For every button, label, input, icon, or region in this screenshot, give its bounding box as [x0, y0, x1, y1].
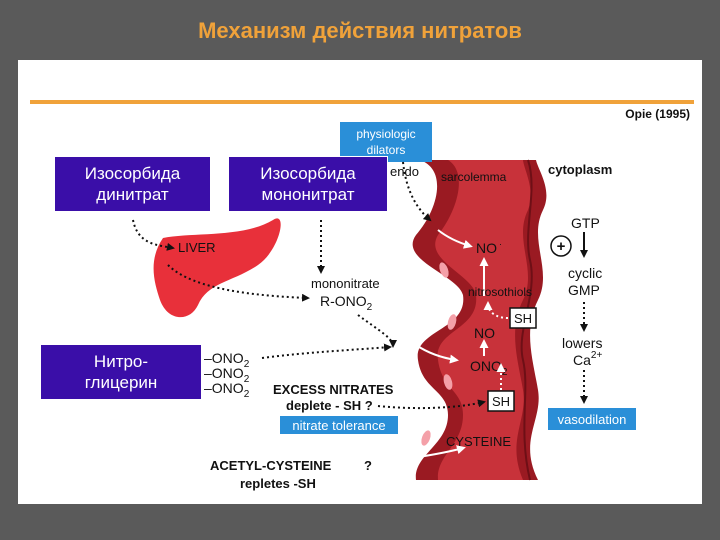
- nitrate-tolerance-box: [280, 416, 398, 434]
- wall-cell: [421, 430, 431, 446]
- nitrate-mechanism-diagram: Opie (1995) LIVER physiologic dilators e…: [30, 100, 694, 491]
- mononitrate-label: mononitrate: [311, 276, 380, 291]
- arrow-dilators-down: [402, 161, 432, 222]
- deplete-sh-label: deplete - SH ?: [286, 398, 373, 413]
- vasodilation-box: [548, 408, 636, 430]
- orange-rule: [30, 100, 694, 104]
- no-upper: NO: [476, 240, 497, 256]
- nitrate-tolerance-label: nitrate tolerance: [292, 418, 385, 433]
- isosorbide-dinitrate-line2: динитрат: [96, 185, 169, 204]
- physiologic-dilators-box: [340, 122, 432, 162]
- nitroglycerin-line2: глицерин: [84, 373, 158, 392]
- endo-label: endo: [390, 164, 419, 179]
- plus-sign: +: [557, 238, 566, 255]
- arrow-white-endo-to-no: [437, 229, 473, 249]
- wall-cell: [443, 374, 453, 390]
- acetyl-question: ?: [364, 458, 372, 473]
- isosorbide-mononitrate-line1: Изосорбида: [260, 164, 356, 183]
- nitroglycerin-line1: Нитро-: [93, 352, 149, 371]
- vasodilation-label: vasodilation: [558, 412, 627, 427]
- isosorbide-mononitrate-box: Изосорбида мононитрат: [228, 156, 388, 212]
- arrow-rono2-to-wall: [357, 314, 397, 348]
- ono-line-3: –ONO2: [204, 380, 250, 400]
- excess-nitrates-label: EXCESS NITRATES: [273, 382, 394, 397]
- arrow-dinitrate-to-liver: [132, 219, 175, 251]
- r-ono2-label: R-ONO2: [320, 293, 373, 313]
- sh-box-upper: [509, 307, 537, 329]
- repletes-sh-label: repletes -SH: [240, 476, 316, 491]
- sh-box-lower: [487, 390, 515, 412]
- physiologic-label-1: physiologic: [356, 127, 415, 141]
- sarcolemma-label: sarcolemma: [441, 170, 507, 184]
- arrow-ono-to-wall: [261, 343, 392, 359]
- cysteine-label: CYSTEINE: [446, 434, 511, 449]
- isosorbide-mononitrate-line2: мононитрат: [261, 185, 355, 204]
- isosorbide-dinitrate-box: Изосорбида динитрат: [54, 156, 211, 212]
- wall-cell: [447, 314, 457, 330]
- sh-lower: SH: [492, 394, 510, 409]
- nitroglycerin-box: Нитро- глицерин: [40, 344, 202, 400]
- liver-shape: [153, 218, 281, 318]
- nitrosothiols-label: nitrosothiols: [468, 285, 532, 299]
- ono-line-2: –ONO2: [204, 365, 250, 385]
- arrow-white-acetylcysteine: [369, 445, 466, 465]
- gtp-label: GTP: [571, 215, 600, 231]
- wall-cell: [439, 262, 449, 278]
- arrow-sh-to-nitrosothiols: [483, 301, 509, 319]
- plus-circle: [550, 235, 572, 257]
- slide-title: Механизм действия нитратов: [198, 18, 522, 43]
- ono-line-1: –ONO2: [204, 350, 250, 370]
- ca-label: Ca2+: [573, 350, 602, 368]
- arrow-liver-to-mononitrate: [167, 264, 310, 302]
- lowers-label: lowers: [562, 335, 602, 351]
- isosorbide-dinitrate-line1: Изосорбида: [84, 164, 181, 183]
- physiologic-label-2: dilators: [367, 143, 406, 157]
- acetyl-cysteine-label: ACETYL-CYSTEINE: [210, 458, 332, 473]
- cyclic-label: cyclic: [568, 265, 602, 281]
- diagram-panel: Opie (1995) LIVER physiologic dilators e…: [18, 60, 702, 504]
- sh-upper: SH: [514, 311, 532, 326]
- gmp-label: GMP: [568, 282, 600, 298]
- no-upper-dot: ·: [499, 239, 502, 249]
- source-citation: Opie (1995): [625, 107, 690, 121]
- cytoplasm-label: cytoplasm: [548, 162, 612, 177]
- arrow-white-to-ono2: [415, 344, 459, 364]
- no-lower: NO: [474, 325, 495, 341]
- liver-label: LIVER: [178, 240, 216, 255]
- ono2-lower: ONO2: [470, 358, 508, 378]
